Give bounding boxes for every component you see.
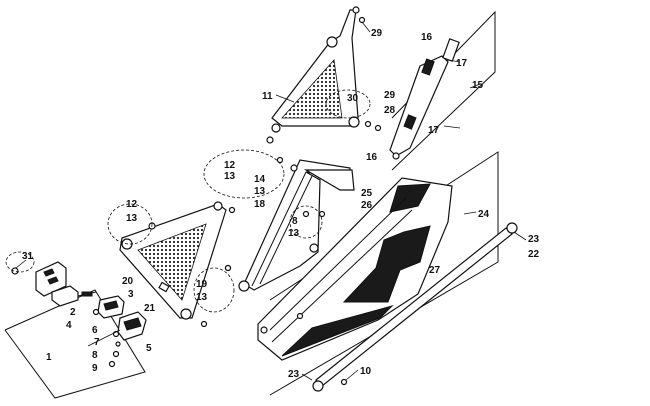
part-3-hinge [51,285,97,307]
callout-c29a: 29 [371,28,383,39]
part-5-latch-block [97,295,147,341]
callout-c30: 30 [347,93,359,104]
leader-lines [15,21,527,381]
callout-c27: 27 [429,265,441,276]
callout-c16a: 16 [421,32,433,43]
callout-c8b: 8 [92,350,98,361]
callout-bubble-8-13 [289,205,323,239]
callout-c13b: 13 [254,186,266,197]
part-15-trim-strip [374,38,460,160]
callout-c11: 11 [262,91,273,102]
callout-c7: 7 [94,337,100,348]
callout-c28: 28 [384,105,396,116]
callout-c18: 18 [254,199,266,210]
part-31-bracket [11,261,67,297]
callout-c13d: 13 [126,213,138,224]
part-25-side-panel [257,177,453,361]
callout-c17b: 17 [428,125,440,136]
callout-bubble-30 [325,89,371,119]
callout-c12b: 12 [126,199,138,210]
callout-c29b: 29 [384,90,396,101]
callout-c3: 3 [128,289,134,300]
callout-c31: 31 [22,251,34,262]
part-6-9-fasteners [92,308,121,368]
callout-c16b: 16 [366,152,378,163]
callout-c26: 26 [361,200,373,211]
callout-c23a: 23 [528,234,540,245]
callout-bubble-12-13 [203,149,285,199]
callout-c8a: 8 [292,216,298,227]
callout-c20: 20 [122,276,134,287]
callout-c9: 9 [92,363,98,374]
callout-c24: 24 [478,209,490,220]
callout-c13a: 13 [224,171,236,182]
callout-c6: 6 [92,325,98,336]
callout-c12a: 12 [224,160,236,171]
callout-c21: 21 [144,303,156,314]
callout-c2: 2 [70,307,76,318]
callout-bubble-12-13-lower [107,203,153,245]
callout-c13c: 13 [288,228,300,239]
callout-c5: 5 [146,343,152,354]
part-13-washers-mid [224,136,326,272]
part-21-bolt [158,281,170,293]
callout-c13e: 13 [196,292,208,303]
callout-c23b: 23 [288,369,300,380]
part-11-upper-panel [271,6,360,133]
callout-c17a: 17 [456,58,468,69]
callout-c14: 14 [254,174,266,185]
callout-bubble-19-13 [193,267,235,313]
part-22-rod [312,222,518,392]
callout-c19: 19 [196,279,208,290]
callout-c1: 1 [46,352,52,363]
callout-c15: 15 [472,80,484,91]
part-18-support-frame [238,159,355,292]
callout-bubble-31 [5,251,35,273]
callout-c25: 25 [361,188,373,199]
screws-top [302,16,372,218]
callout-c22: 22 [528,249,540,260]
callout-c4: 4 [66,320,72,331]
callout-c10: 10 [360,366,372,377]
